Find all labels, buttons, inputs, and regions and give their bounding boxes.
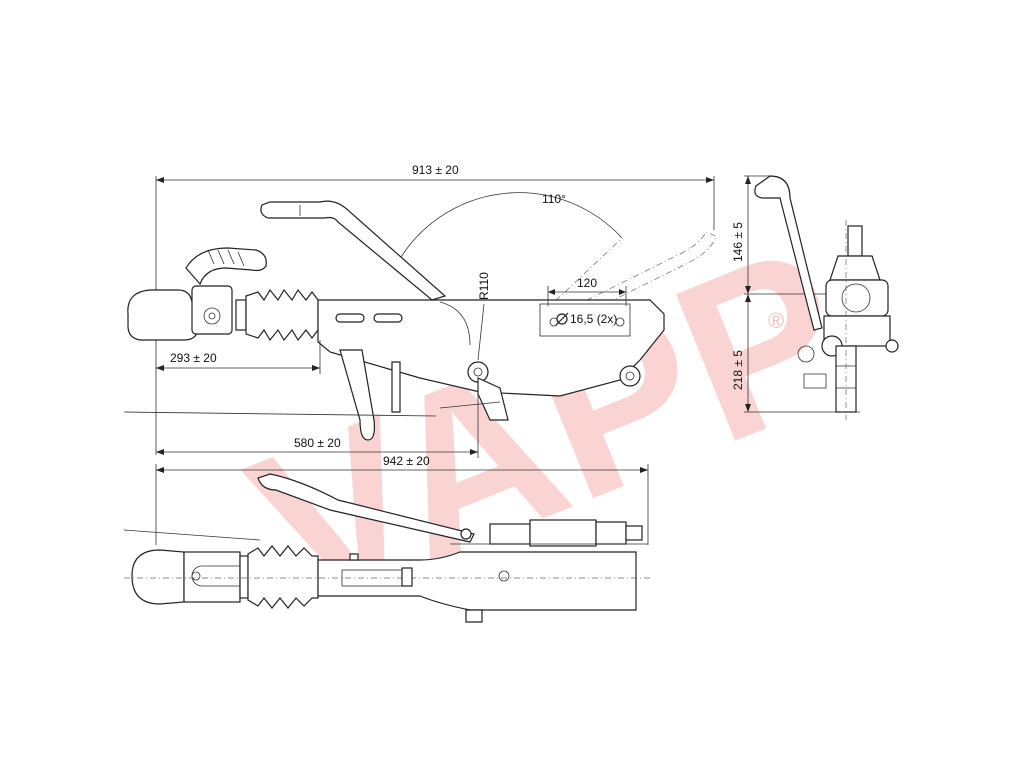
dim-146-label: 146 ± 5 (731, 222, 745, 262)
drawbar-housing (317, 299, 665, 421)
dimension-hole-spacing: 120 (547, 276, 627, 306)
diameter-symbol-icon (555, 312, 569, 326)
dim-218-label: 218 ± 5 (731, 350, 745, 390)
dim-293-label: 293 ± 20 (170, 351, 217, 365)
dim-580-label: 580 ± 20 (294, 436, 341, 450)
dimension-length-to-axle: 580 ± 20 (156, 380, 479, 458)
coupling-front (797, 220, 899, 420)
coupling-plan (131, 549, 253, 605)
front-view: 146 ± 5 218 ± 5 (731, 175, 899, 420)
handbrake-lever (260, 200, 717, 373)
radius-label: R110 (477, 272, 491, 361)
bellows (235, 288, 319, 342)
drawbar-plan (124, 551, 650, 623)
registered-mark: ® (768, 308, 784, 333)
hole-diameter-label: 16,5 (2x) (555, 312, 617, 326)
dim-r110-label: R110 (477, 272, 491, 300)
dimension-coupling-to-mount: 293 ± 20 (156, 340, 321, 374)
dim-hole-diameter: 16,5 (2x) (570, 312, 617, 326)
dim-942-label: 942 ± 20 (383, 454, 430, 468)
dim-913-label: 913 ± 20 (412, 163, 459, 177)
mounting-bracket (339, 349, 401, 441)
dimension-bottom-overall-length: 942 ± 20 (155, 454, 649, 545)
dim-angle-label: 110° (542, 192, 566, 206)
plan-view: 942 ± 20 (123, 454, 650, 623)
shock-absorber (450, 519, 648, 547)
side-view: 913 ± 20 110° (123, 163, 717, 458)
coupling-head (127, 247, 267, 341)
dim-120-label: 120 (577, 276, 597, 290)
